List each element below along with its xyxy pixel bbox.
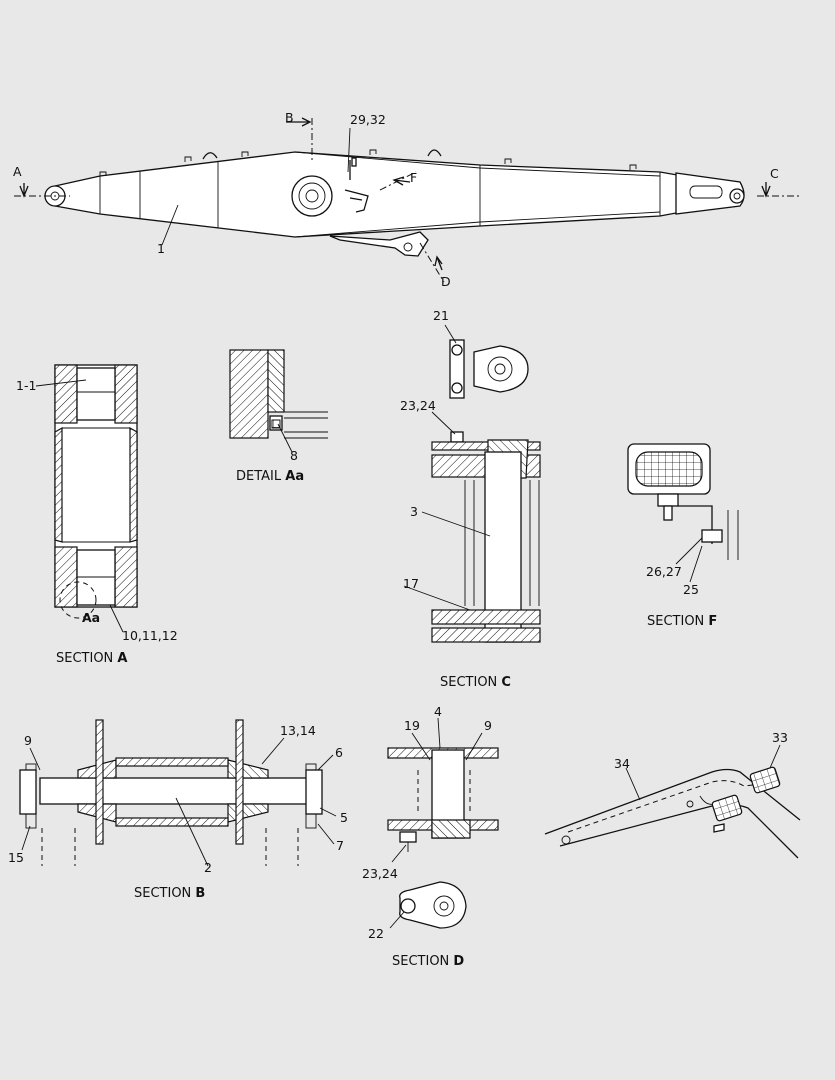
- section-d-marker: D: [441, 274, 451, 289]
- work-light-33a: [711, 794, 743, 822]
- label-4: 4: [434, 704, 442, 719]
- label-7: 7: [336, 838, 344, 853]
- section-b-view: [19, 719, 337, 867]
- label-8: 8: [290, 448, 298, 463]
- label-5: 5: [340, 810, 348, 825]
- detail-aa-caption: DETAIL Aa: [236, 469, 304, 484]
- work-light-33b: [749, 766, 781, 794]
- label-6: 6: [335, 745, 343, 760]
- section-f-view: [627, 443, 739, 583]
- detail-aa-view: [229, 349, 328, 453]
- section-a-marker: A: [13, 164, 22, 179]
- section-c-view: [403, 411, 541, 643]
- section-b-marker: B: [285, 110, 294, 125]
- light-wiring-view: [544, 744, 801, 859]
- label-34: 34: [614, 756, 630, 771]
- arm-light-mount: [344, 160, 369, 213]
- section-d-caption: SECTION D: [392, 954, 464, 969]
- detail-aa-reference: Aa: [82, 610, 100, 625]
- label-26-27: 26,27: [646, 564, 682, 579]
- label-25: 25: [683, 582, 699, 597]
- section-a-caption: SECTION A: [56, 651, 127, 666]
- arm-assembly-view: [14, 117, 800, 283]
- section-d-view: [387, 717, 499, 929]
- section-b-caption: SECTION B: [134, 886, 205, 901]
- arm-lower-bracket: [329, 231, 429, 257]
- label-10-11-12: 10,11,12: [122, 628, 178, 643]
- arm-top-lugs: [202, 149, 442, 160]
- label-2: 2: [204, 860, 212, 875]
- section-f-caption: SECTION F: [647, 614, 717, 629]
- boom-outline: [544, 768, 801, 835]
- label-9-section-b: 9: [24, 733, 32, 748]
- label-29-32: 29,32: [350, 112, 386, 127]
- label-1-1: 1-1: [16, 378, 36, 393]
- label-9-section-d: 9: [484, 718, 492, 733]
- label-22: 22: [368, 926, 384, 941]
- label-23-24-section-c: 23,24: [400, 398, 436, 413]
- section-a-view: [35, 364, 138, 633]
- link-22-plate: [399, 881, 467, 929]
- label-1: 1: [157, 241, 165, 256]
- section-c-marker: C: [770, 166, 779, 181]
- label-33: 33: [772, 730, 788, 745]
- label-21: 21: [433, 308, 449, 323]
- label-3: 3: [410, 504, 418, 519]
- arm-center-boss: [291, 175, 333, 217]
- label-13-14: 13,14: [280, 723, 316, 738]
- bracket-21-view: [444, 324, 529, 399]
- label-23-24-section-d: 23,24: [362, 866, 398, 881]
- label-17: 17: [403, 576, 419, 591]
- label-19: 19: [404, 718, 420, 733]
- section-c-caption: SECTION C: [440, 675, 511, 690]
- section-f-marker: F: [410, 170, 417, 185]
- label-15: 15: [8, 850, 24, 865]
